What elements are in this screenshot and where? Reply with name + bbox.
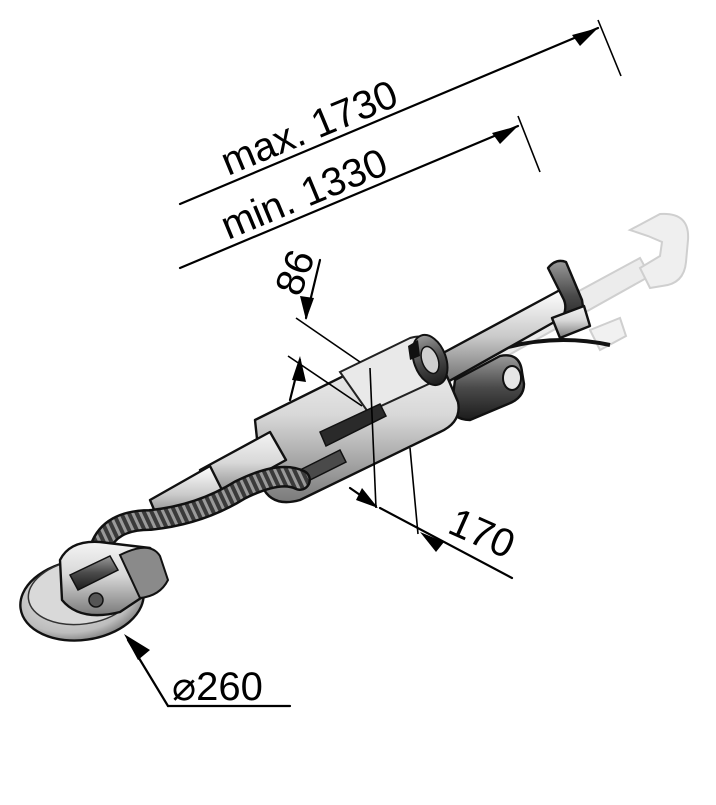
arrowhead-icon <box>420 532 444 552</box>
sanding-head <box>19 540 170 642</box>
arrowhead-icon <box>356 488 378 508</box>
dimension-label-width: 170 <box>442 500 521 567</box>
motor-housing <box>253 333 460 504</box>
arrowhead-icon <box>572 28 598 46</box>
dimension-label-diameter: ⌀260 <box>172 665 263 709</box>
arrowhead-icon <box>292 356 306 382</box>
handle <box>428 259 592 386</box>
dimension-label-height: 86 <box>267 244 324 301</box>
arrowhead-icon <box>124 634 150 660</box>
arrowhead-icon <box>492 126 518 144</box>
dimension-disc-diameter: ⌀260 <box>124 634 292 709</box>
arrowhead-icon <box>300 296 314 320</box>
